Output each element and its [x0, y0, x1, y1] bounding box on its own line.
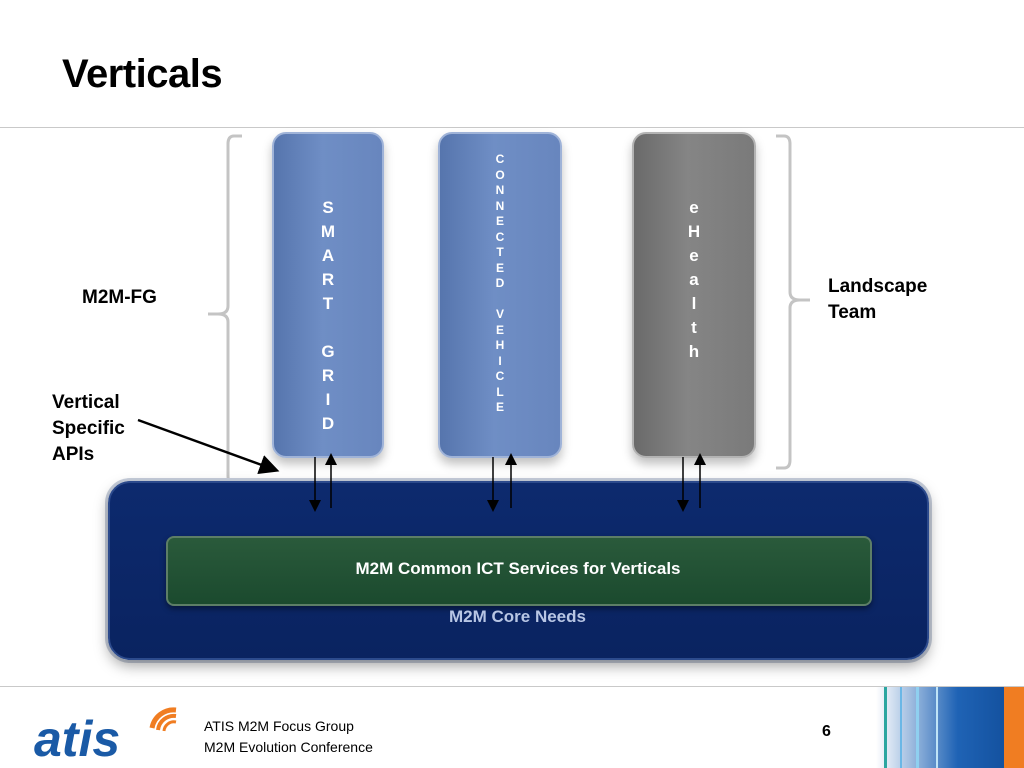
pillar-letter: T — [496, 245, 504, 259]
pillar-letter: C — [495, 229, 505, 244]
pillar-letter: l — [691, 294, 697, 313]
m2m-core-needs-label: M2M Core Needs — [449, 607, 586, 626]
pillar-letter: G — [321, 342, 335, 361]
pillar-letter: O — [495, 167, 505, 182]
pillar-letter: H — [495, 338, 505, 352]
pillar-letter: E — [495, 260, 504, 275]
pillar-letter: I — [498, 353, 502, 368]
pillar-letter: E — [495, 400, 504, 414]
m2m-fg-label: M2M-FG — [82, 287, 157, 308]
pillar-letter: V — [495, 307, 504, 321]
page-number: 6 — [822, 723, 831, 740]
landscape-team-line1: Landscape — [828, 276, 928, 297]
pillar-letter: a — [689, 270, 699, 289]
pillar-letter: t — [691, 318, 697, 337]
pillar-letter: H — [687, 222, 701, 241]
vertical-apis-line2: Specific — [52, 418, 125, 439]
decorative-stripes — [876, 687, 1024, 768]
pillar-letter: L — [496, 384, 504, 399]
pillar-letter: I — [325, 390, 331, 409]
left-brace — [208, 134, 242, 486]
pillar-letter: R — [321, 366, 335, 385]
landscape-team-line2: Team — [828, 302, 877, 323]
pillar-letter: R — [321, 270, 335, 289]
pillar-letter: C — [495, 369, 505, 383]
pillar-letter: M — [320, 222, 336, 241]
common-ict-services-label: M2M Common ICT Services for Verticals — [355, 559, 681, 578]
pillar-letter: h — [688, 342, 700, 361]
pillar-letter: e — [689, 198, 699, 217]
pillar-letter: E — [495, 322, 504, 337]
pillar-letter: S — [322, 198, 334, 217]
vertical-apis-line1: Vertical — [52, 392, 120, 413]
title-divider — [0, 127, 1024, 128]
pillar-letter: C — [495, 152, 505, 166]
landscape-team-label: Landscape Team — [828, 274, 927, 326]
vertical-apis-label: Vertical Specific APIs — [52, 390, 125, 468]
pillar-letter: D — [495, 276, 505, 290]
footer-org-line2: M2M Evolution Conference — [204, 739, 373, 755]
pointer-arrow — [137, 418, 280, 474]
footer-org-line1: ATIS M2M Focus Group — [204, 718, 354, 734]
right-brace — [776, 134, 810, 470]
atis-logo-text: atis — [34, 711, 120, 762]
footer-divider — [0, 686, 1024, 687]
pillar-letter: T — [322, 294, 334, 313]
pillar-letter: N — [495, 198, 505, 213]
pillar-letter: A — [321, 246, 335, 265]
pillar-letter: N — [495, 183, 505, 197]
pillar-letter: D — [321, 414, 335, 433]
pillar-letter: e — [689, 246, 699, 265]
common-ict-services-box — [166, 536, 872, 606]
pillar-letter: E — [495, 214, 504, 228]
vertical-apis-line3: APIs — [52, 444, 95, 465]
atis-logo: atis — [34, 707, 177, 762]
slide-title: Verticals — [62, 52, 223, 96]
